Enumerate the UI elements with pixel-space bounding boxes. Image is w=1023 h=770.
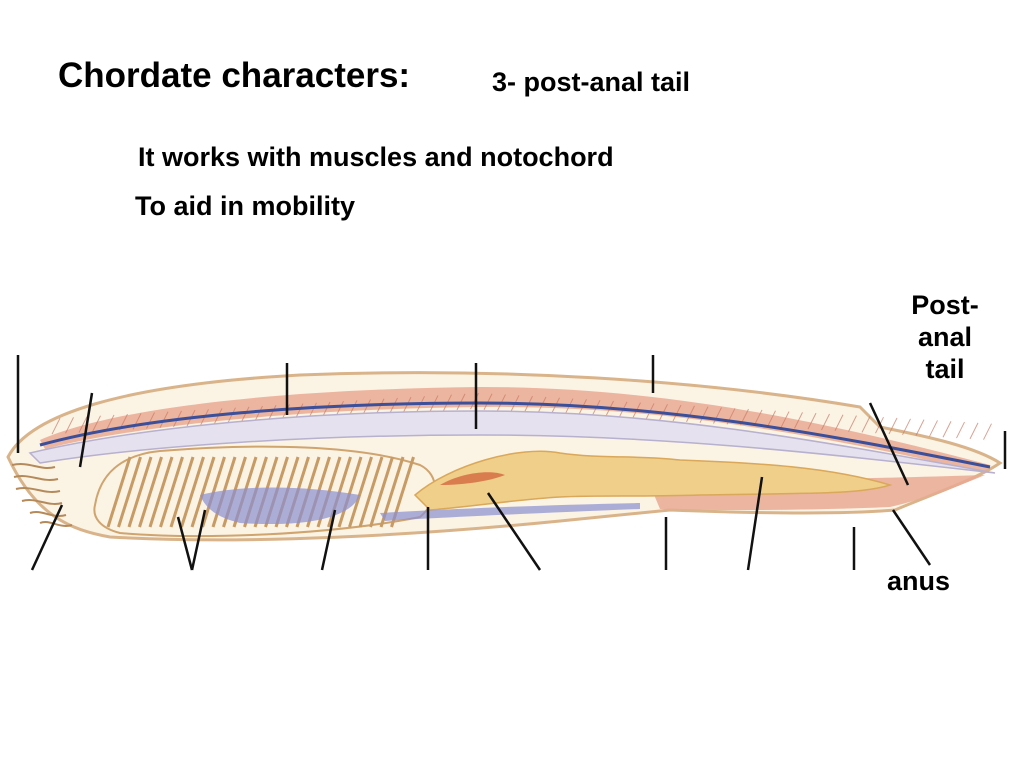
gill-slit (348, 456, 373, 528)
lancelet-diagram (6, 355, 1007, 571)
muscle-stripe (888, 417, 898, 435)
muscle-stripe (929, 420, 938, 437)
gill-slit (169, 456, 195, 528)
muscle-stripe (146, 412, 155, 429)
nerve-cord (39, 401, 991, 469)
muscle-stripe (699, 406, 709, 423)
gill-slit (180, 456, 205, 528)
gut (413, 450, 893, 511)
ventral-blue-band (380, 503, 640, 521)
muscle-stripe (902, 418, 911, 436)
label-anus: anus (887, 566, 951, 596)
slide-subtitle: 3- post-anal tail (492, 67, 691, 97)
muscle-stripe (956, 421, 965, 439)
muscle-stripe (915, 419, 925, 436)
muscle-stripe (780, 411, 790, 428)
muscle-stripe (240, 406, 250, 424)
gill-slit (337, 456, 363, 528)
muscle-stripe (821, 413, 830, 431)
gill-slit (138, 456, 163, 528)
muscle-stripe (942, 421, 952, 438)
muscle-stripe (969, 422, 979, 440)
notochord (28, 410, 996, 474)
muscle-stripe (848, 415, 857, 432)
leader-lines (16, 355, 1007, 571)
muscle-stripe (92, 415, 101, 432)
gill-slit (201, 456, 226, 528)
muscle-stripe (713, 407, 722, 424)
muscle-stripe (686, 405, 695, 423)
gill-slit (117, 456, 142, 528)
gill-slit (127, 456, 153, 528)
description-line-2: To aid in mobility (135, 191, 355, 221)
gill-slit (358, 456, 384, 528)
gill-slit (369, 456, 394, 528)
muscle-stripe (767, 410, 776, 427)
description-line-1: It works with muscles and notochord (138, 142, 614, 172)
muscle-stripe (389, 397, 398, 415)
gill-slit (159, 456, 184, 528)
muscle-stripe (105, 414, 115, 432)
label-post-anal-tail: Post-anal tail (911, 290, 979, 384)
muscle-stripe (807, 412, 817, 430)
muscle-stripe (65, 417, 74, 434)
muscle-stripe (227, 407, 236, 424)
muscle-stripe (78, 416, 88, 433)
hepatic-cecum (440, 472, 505, 485)
atrium-blue (200, 487, 360, 525)
muscle-stripe (213, 408, 223, 425)
gill-slit (106, 456, 132, 528)
muscle-stripe (794, 412, 803, 429)
oral-cirri (11, 463, 73, 527)
slide-title: Chordate characters: (58, 56, 411, 95)
muscle-stripe (375, 398, 385, 415)
muscle-stripe (51, 417, 61, 435)
gill-slit (190, 456, 216, 528)
gill-slit (148, 456, 174, 528)
muscle-stripe (983, 423, 992, 440)
muscle-stripe (861, 416, 871, 433)
muscle-stripe (834, 414, 844, 432)
